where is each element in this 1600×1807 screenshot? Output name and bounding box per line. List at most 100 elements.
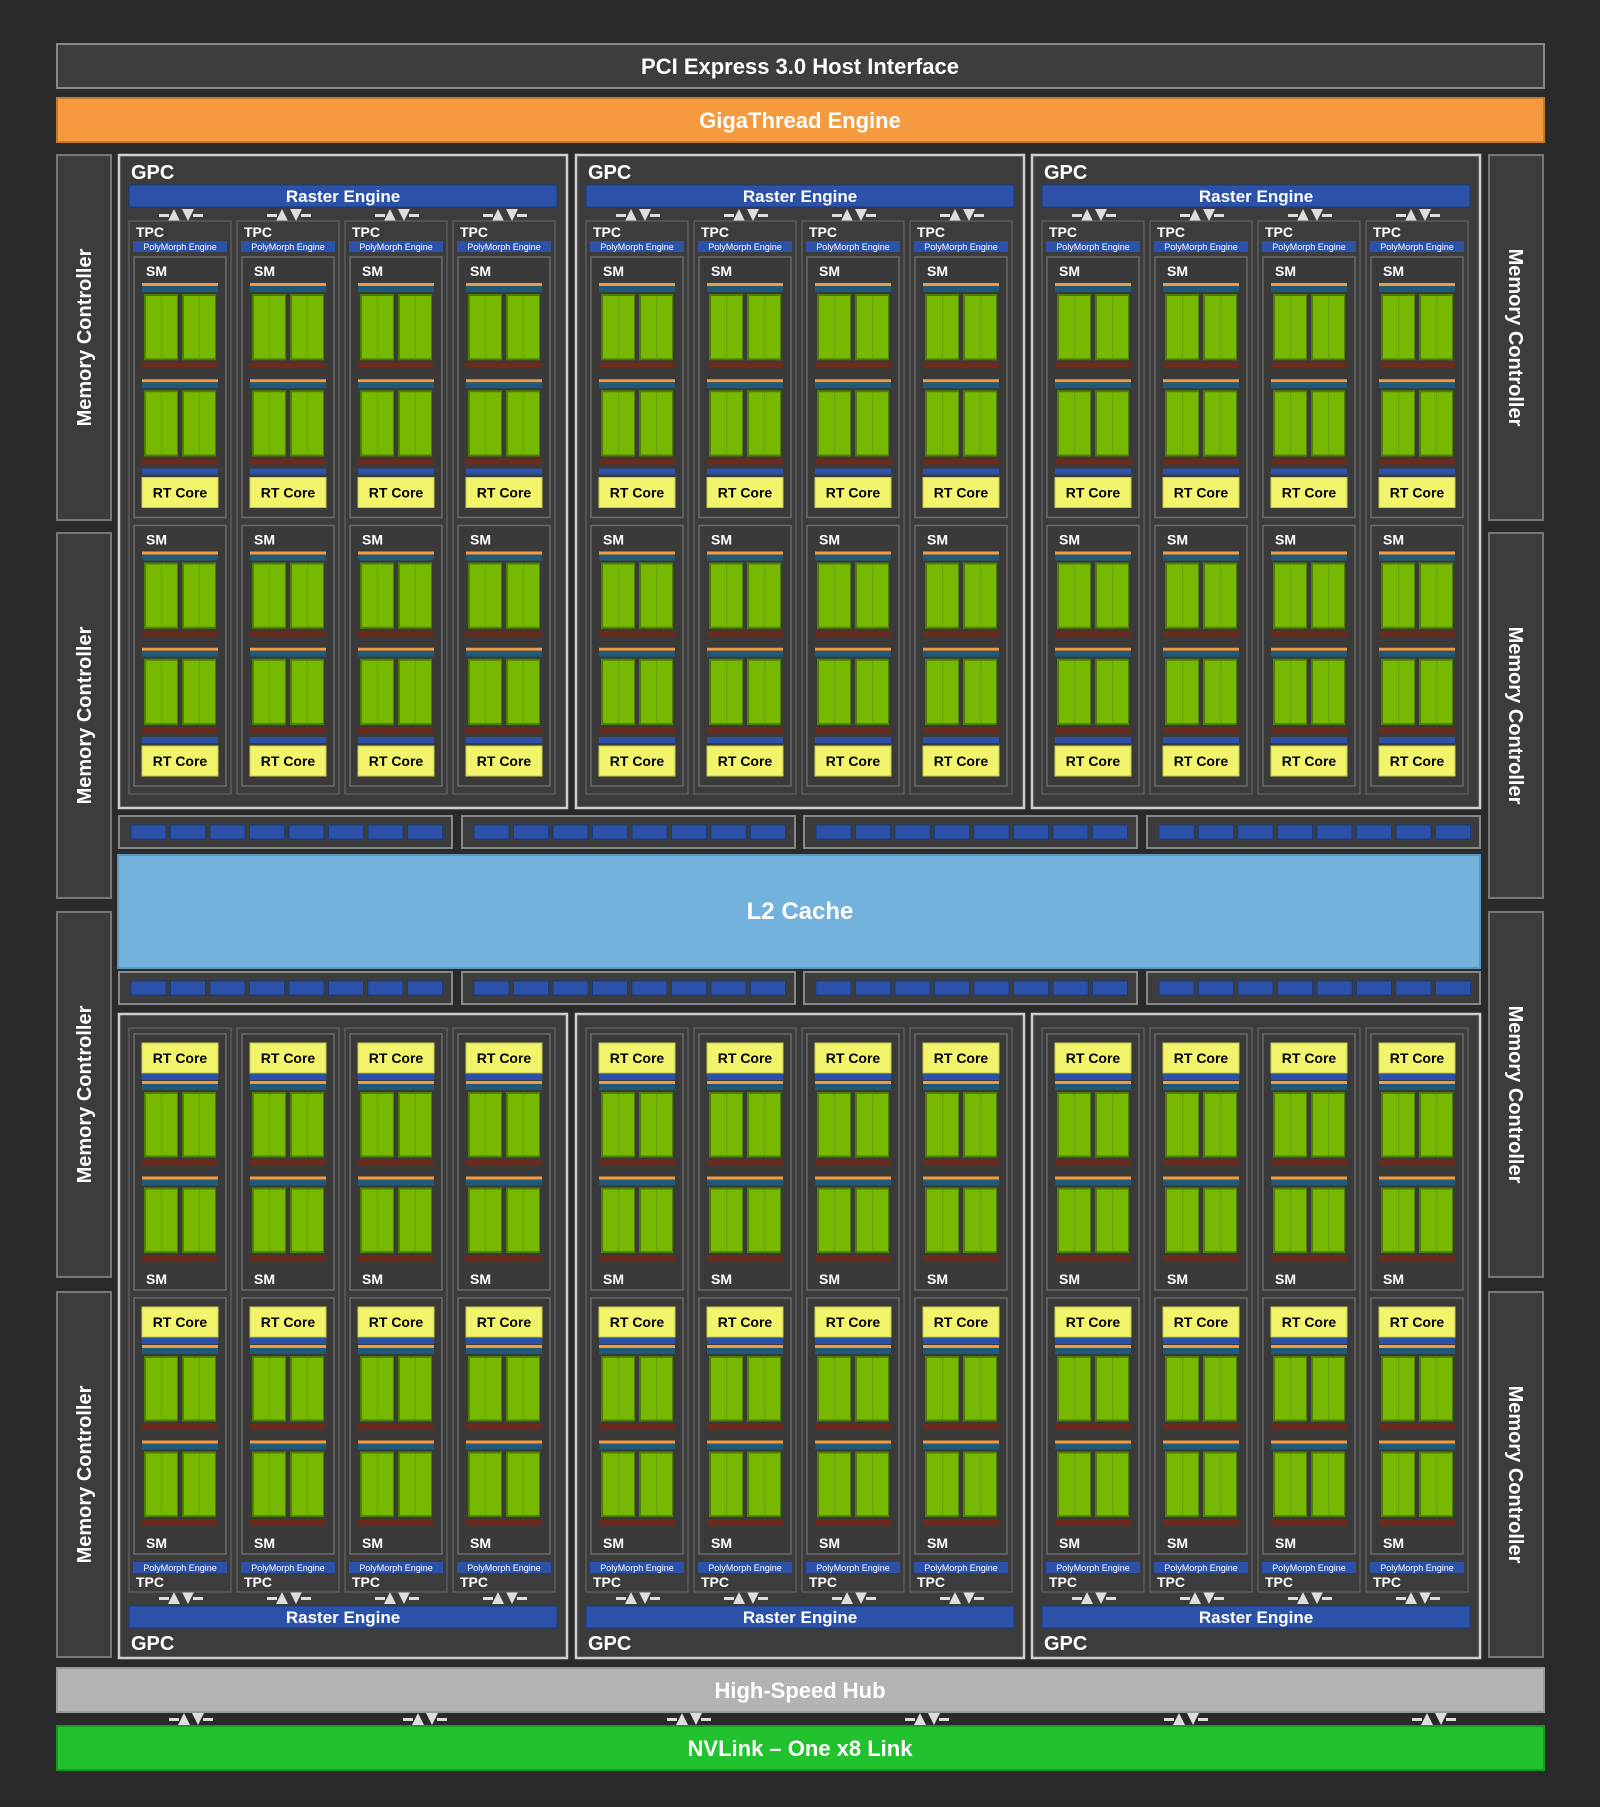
sm-fp-cores	[1097, 564, 1113, 627]
sm-fp-cores	[362, 1094, 378, 1156]
crossbar-port	[815, 824, 852, 840]
sm-register-band	[466, 1348, 542, 1354]
polymorph-engine-label: PolyMorph Engine	[251, 1563, 325, 1573]
sm-int-cores	[834, 392, 850, 455]
sm-fp-cores	[819, 296, 835, 359]
sm-load-store-band	[707, 1519, 783, 1525]
sm-fp-cores	[1383, 1358, 1399, 1420]
sm-texture-units	[466, 1074, 542, 1080]
polymorph-engine	[590, 1562, 684, 1573]
raster-engine	[128, 184, 558, 208]
sm-load-store-band	[707, 727, 783, 733]
sm-fp-cores	[508, 1094, 524, 1156]
sm-load-store-band	[923, 1423, 999, 1430]
sm-warp-scheduler	[599, 1176, 675, 1180]
sm-int-cores	[1328, 1358, 1344, 1420]
sm-fp-cores	[1383, 392, 1399, 455]
crossbar-port	[710, 824, 747, 840]
sm-int-cores	[980, 1358, 996, 1420]
sm-register-band	[1163, 382, 1239, 389]
sm-int-cores	[485, 1358, 501, 1420]
sm-register-band	[358, 1179, 434, 1186]
sm-load-store-band	[815, 458, 891, 465]
rt-core	[1162, 477, 1240, 508]
crossbar-port	[473, 980, 510, 996]
sm-int-cores	[1074, 1453, 1090, 1515]
sm-texture-units	[250, 468, 326, 475]
sm-load-store-band	[923, 362, 999, 369]
sm-load-store-band	[358, 1255, 434, 1261]
arrow-stem	[375, 1597, 385, 1600]
tpc-arrows	[1180, 209, 1224, 221]
sm-label: SM	[603, 532, 624, 548]
rt-core-label: RT Core	[1066, 753, 1121, 769]
sm-int-cores	[1220, 296, 1236, 359]
sm-fp-cores	[1167, 660, 1183, 723]
rt-core	[465, 1042, 543, 1074]
sm-int-cores	[161, 1189, 177, 1251]
sm-int-cores	[834, 564, 850, 627]
sm-int-cores	[1112, 1094, 1128, 1156]
sm-fp-cores	[292, 1189, 308, 1251]
sm-int-cores	[1182, 660, 1198, 723]
rt-core-label: RT Core	[369, 1314, 424, 1330]
rt-core-label: RT Core	[477, 753, 532, 769]
sm-register-band	[707, 1179, 783, 1186]
arrow-stem	[517, 1597, 527, 1600]
tpc-arrows	[940, 209, 984, 221]
sm-label: SM	[1167, 263, 1188, 279]
sm-fp-cores	[254, 1358, 270, 1420]
crossbar-upper-2	[461, 815, 796, 849]
sm-register-band	[466, 1084, 542, 1090]
arrow-stem	[905, 1718, 915, 1721]
rt-core-label: RT Core	[934, 1314, 989, 1330]
sm-fp-cores	[400, 1094, 416, 1156]
sm-warp-scheduler	[1379, 1176, 1455, 1180]
memory-controller-left-3	[56, 911, 112, 1278]
raster-engine-label: Raster Engine	[1199, 187, 1313, 206]
sm-fp-cores	[927, 296, 943, 359]
tpc-label: TPC	[460, 224, 488, 240]
sm-warp-scheduler	[707, 1345, 783, 1348]
sm-int-cores	[1220, 1453, 1236, 1515]
rt-core-label: RT Core	[153, 753, 208, 769]
sm-int-cores	[1074, 296, 1090, 359]
sm-int-cores	[1436, 296, 1452, 359]
sm-label: SM	[1059, 1535, 1080, 1551]
crossbar-port	[592, 980, 628, 996]
tpc-label: TPC	[809, 224, 837, 240]
arrow-down-icon	[1311, 209, 1323, 221]
sm-load-store-band	[815, 1255, 891, 1261]
sm-int-cores	[199, 660, 215, 723]
sm-texture-units	[142, 737, 218, 743]
sm-fp-cores	[292, 1358, 308, 1420]
rt-core	[357, 1042, 435, 1074]
sm-fp-cores	[1059, 564, 1075, 627]
sm-fp-cores	[470, 1189, 486, 1251]
crossbar-port	[1237, 980, 1274, 996]
gigathread-bar	[56, 97, 1545, 143]
sm-warp-scheduler	[142, 1345, 218, 1348]
sm-register-band	[815, 1084, 891, 1090]
sm-warp-scheduler	[142, 379, 218, 383]
sm-register-band	[1271, 1348, 1347, 1354]
polymorph-engine-label: PolyMorph Engine	[251, 242, 325, 252]
tpc-arrows	[375, 1592, 419, 1604]
crossbar-port	[671, 824, 707, 840]
sm-fp-cores	[254, 564, 270, 627]
sm-label: SM	[603, 263, 624, 279]
sm-warp-scheduler	[599, 379, 675, 383]
sm-fp-cores	[254, 1453, 270, 1515]
sm-fp-cores	[362, 296, 378, 359]
arrow-stem	[1430, 214, 1440, 217]
sm-warp-scheduler	[1271, 1345, 1347, 1348]
polymorph-engine-label: PolyMorph Engine	[1272, 242, 1346, 252]
crossbar-port	[513, 824, 549, 840]
sm-warp-scheduler	[1163, 1081, 1239, 1084]
sm-int-cores	[1328, 296, 1344, 359]
crossbar-port	[710, 980, 747, 996]
